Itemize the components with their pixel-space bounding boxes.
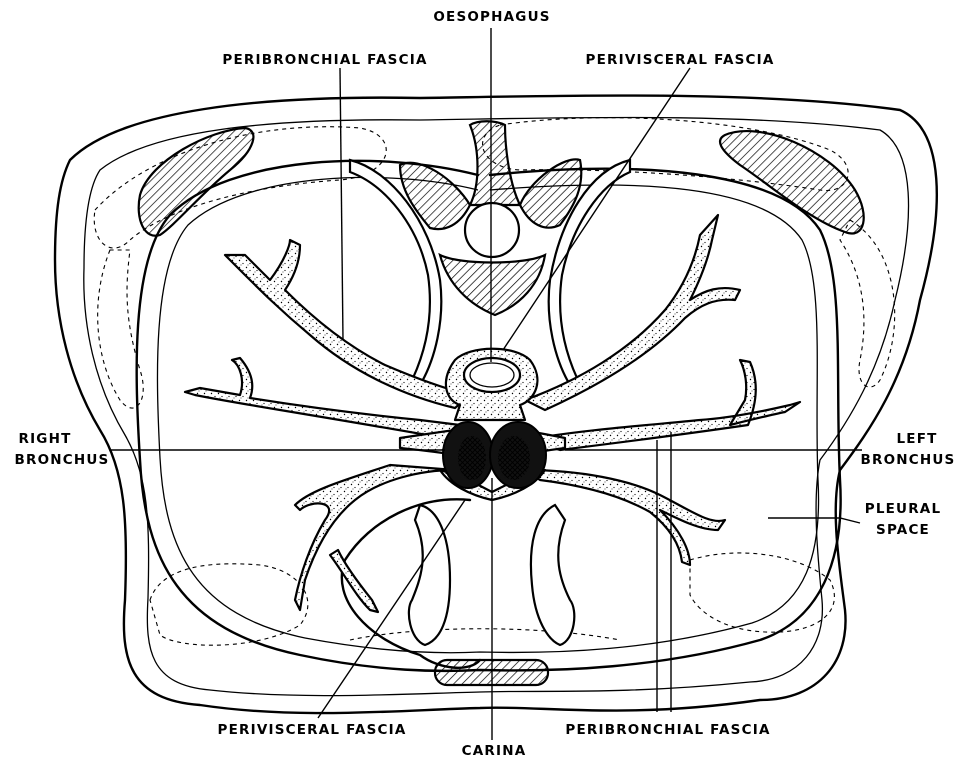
spinal-canal (465, 203, 519, 257)
label-pleural-space-line1: PLEURAL (865, 501, 942, 517)
label-oesophagus: OESOPHAGUS (433, 9, 550, 25)
dashed-muscle-bottom-right (690, 553, 834, 632)
label-perivisceral-fascia-bottom: PERIVISCERAL FASCIA (217, 722, 406, 738)
left-bronchus-cartilage (498, 436, 530, 480)
spinous-process (470, 121, 520, 205)
rib-left-lower (531, 505, 574, 645)
leader-peribronchial-top (340, 68, 343, 340)
dashed-muscle-bottom-center (350, 629, 620, 640)
label-perivisceral-fascia-top: PERIVISCERAL FASCIA (585, 52, 774, 68)
bronchial-tree-right-branch-tip (330, 550, 378, 612)
pleura-outline-right (342, 499, 480, 667)
leader-pleural-space (768, 518, 860, 523)
label-right-bronchus-line2: BRONCHUS (15, 452, 110, 468)
right-scapula (139, 128, 254, 236)
label-peribronchial-fascia-top: PERIBRONCHIAL FASCIA (222, 52, 427, 68)
label-pleural-space-line2: SPACE (876, 522, 930, 538)
right-bronchus-cartilage (458, 436, 486, 480)
label-left-bronchus-line1: LEFT (896, 431, 937, 447)
label-carina: CARINA (462, 743, 527, 759)
label-peribronchial-fascia-bottom: PERIBRONCHIAL FASCIA (565, 722, 770, 738)
vertebral-body (440, 255, 545, 315)
label-right-bronchus-line1: RIGHT (18, 431, 71, 447)
dashed-muscle-right-side (840, 220, 895, 387)
label-left-bronchus-line2: BRONCHUS (861, 452, 956, 468)
